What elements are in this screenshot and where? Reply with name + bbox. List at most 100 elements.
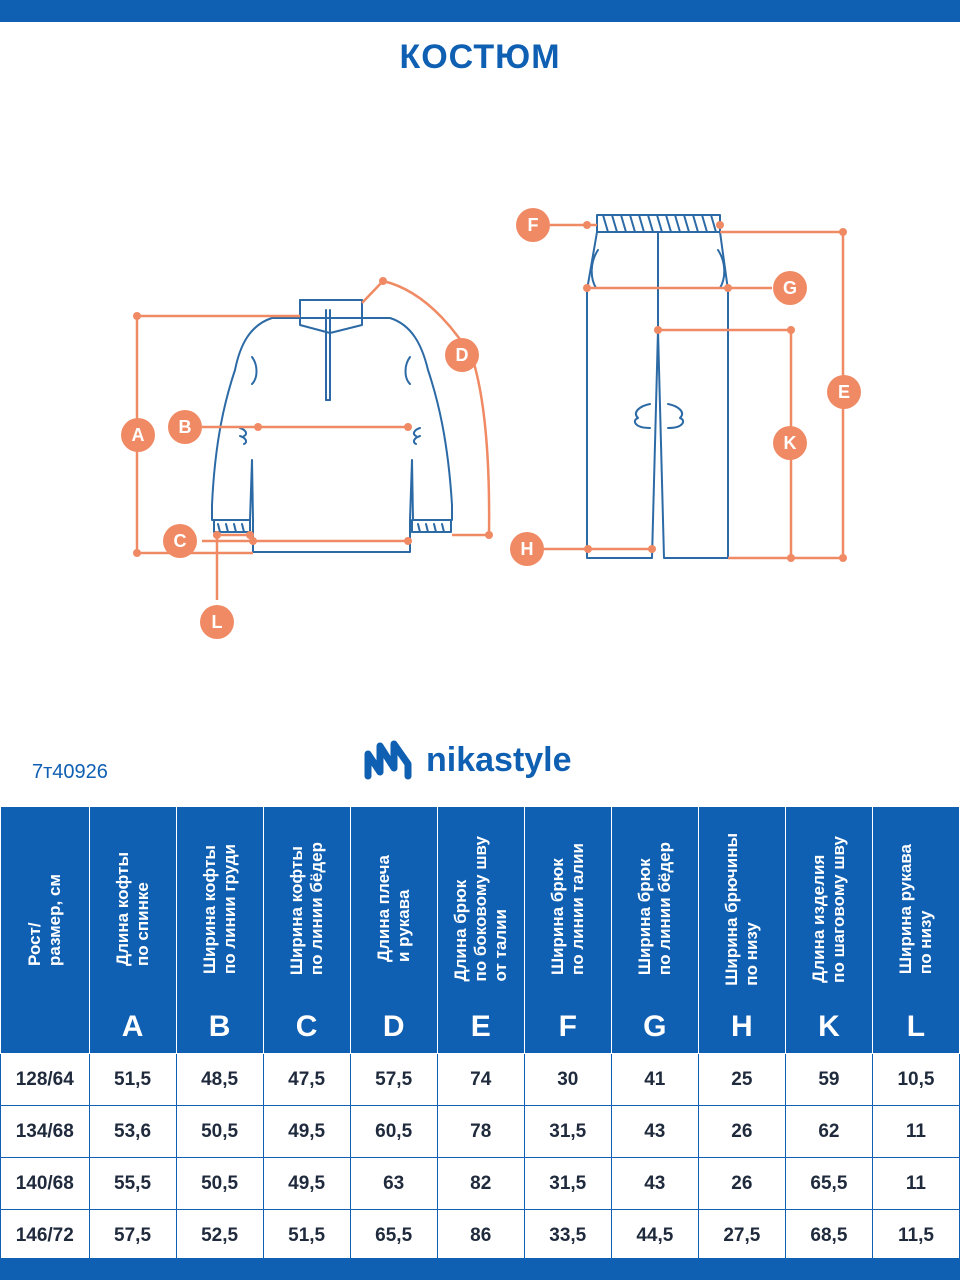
table-cell: 11 [871, 1105, 960, 1158]
header-col-a-letter: A [121, 1010, 144, 1043]
table-cell: 74 [436, 1053, 525, 1106]
table-cell: 65,5 [784, 1157, 873, 1210]
header-size: Рост/ размер, см [0, 806, 90, 1054]
table-cell: 30 [523, 1053, 612, 1106]
table-cell: 68,5 [784, 1209, 873, 1262]
table-cell: 63 [349, 1157, 438, 1210]
table-cell: 86 [436, 1209, 525, 1262]
table-cell: 25 [697, 1053, 786, 1106]
marker-f: F [516, 208, 550, 242]
marker-k: K [773, 426, 807, 460]
marker-l: L [200, 605, 234, 639]
marker-g: G [773, 271, 807, 305]
header-col-h-letter: H [731, 1010, 753, 1043]
header-col-b-letter: B [208, 1010, 231, 1043]
table-cell: 33,5 [523, 1209, 612, 1262]
table-cell: 41 [610, 1053, 699, 1106]
table-cell: 59 [784, 1053, 873, 1106]
header-col-d-label: Длина плеча и рукава [373, 855, 413, 963]
marker-a-label: A [132, 425, 145, 445]
article-number: 7т40926 [32, 761, 108, 783]
row-size: 146/72 [0, 1209, 90, 1262]
marker-b-label: B [179, 417, 192, 437]
header-col-f-letter: F [558, 1010, 577, 1043]
bottom-bar [0, 1258, 960, 1280]
header-col-l-letter: L [906, 1010, 926, 1043]
marker-d: D [445, 338, 479, 372]
measure-dots [133, 221, 847, 562]
table-cell: 51,5 [88, 1053, 177, 1106]
marker-c-label: C [174, 531, 187, 551]
header-size-label: Рост/ размер, см [24, 874, 64, 966]
table-row: 140/68 55,5 50,5 49,5 63 82 31,5 43 26 6… [0, 1157, 960, 1210]
table-row: 146/72 57,5 52,5 51,5 65,5 86 33,5 44,5 … [0, 1209, 960, 1262]
page-title: КОСТЮМ [399, 38, 561, 76]
table-cell: 65,5 [349, 1209, 438, 1262]
table-cell: 62 [784, 1105, 873, 1158]
table-cell: 43 [610, 1157, 699, 1210]
table-cell: 60,5 [349, 1105, 438, 1158]
pants-drawing [586, 214, 729, 559]
header-col-b-label: Ширина кофты по линии груди [199, 843, 239, 975]
marker-d-label: D [456, 345, 469, 365]
table-cell: 78 [436, 1105, 525, 1158]
table-row: 134/68 53,6 50,5 49,5 60,5 78 31,5 43 26… [0, 1105, 960, 1158]
marker-e: E [827, 375, 861, 409]
header-col-k-label: Длина изделия по шаговому шву [808, 835, 848, 983]
marker-k-label: K [784, 433, 797, 453]
garment-diagram: A B C D L F G E K H [121, 208, 861, 639]
table-cell: 10,5 [871, 1053, 960, 1106]
table-cell: 53,6 [88, 1105, 177, 1158]
table-cell: 26 [697, 1105, 786, 1158]
row-size: 128/64 [0, 1053, 90, 1106]
header-col-a-label: Длина кофты по спинке [112, 852, 152, 966]
table-cell: 52,5 [175, 1209, 264, 1262]
table-cell: 51,5 [262, 1209, 351, 1262]
table-cell: 26 [697, 1157, 786, 1210]
header-col-d-letter: D [382, 1010, 405, 1043]
header-col-c-letter: C [295, 1010, 318, 1043]
header-col-l-label: Ширина рукава по низу [895, 843, 935, 975]
brand-name: nikastyle [426, 741, 572, 779]
marker-g-label: G [783, 278, 797, 298]
table-cell: 31,5 [523, 1105, 612, 1158]
header-col-c-label: Ширина кофты по линии бёдер [286, 842, 326, 976]
table-cell: 82 [436, 1157, 525, 1210]
table-cell: 57,5 [349, 1053, 438, 1106]
table-cell: 47,5 [262, 1053, 351, 1106]
table-cell: 50,5 [175, 1157, 264, 1210]
header-col-g-letter: G [643, 1010, 667, 1043]
row-size: 134/68 [0, 1105, 90, 1158]
table-cell: 44,5 [610, 1209, 699, 1262]
nikastyle-logo-icon [364, 740, 412, 780]
table-cell: 55,5 [88, 1157, 177, 1210]
table-cell: 49,5 [262, 1105, 351, 1158]
table-cell: 11 [871, 1157, 960, 1210]
header-col-e-letter: E [470, 1010, 491, 1043]
row-size: 140/68 [0, 1157, 90, 1210]
header-col-e-label: Длина брюк по боковому шву от талии [450, 836, 510, 982]
header-col-f-label: Ширина брюк по линии талии [547, 843, 587, 975]
marker-e-label: E [838, 382, 850, 402]
marker-h: H [510, 532, 544, 566]
table-cell: 11,5 [871, 1209, 960, 1262]
measure-lines [135, 223, 845, 600]
header-col-h-label: Ширина брючины по низу [721, 832, 761, 986]
marker-b: B [168, 410, 202, 444]
marker-h-label: H [521, 539, 534, 559]
top-bar [0, 0, 960, 22]
table-row: 128/64 51,5 48,5 47,5 57,5 74 30 41 25 5… [0, 1053, 960, 1106]
header-col-g-label: Ширина брюк по линии бёдер [634, 842, 674, 976]
table-cell: 50,5 [175, 1105, 264, 1158]
marker-l-label: L [212, 612, 223, 632]
